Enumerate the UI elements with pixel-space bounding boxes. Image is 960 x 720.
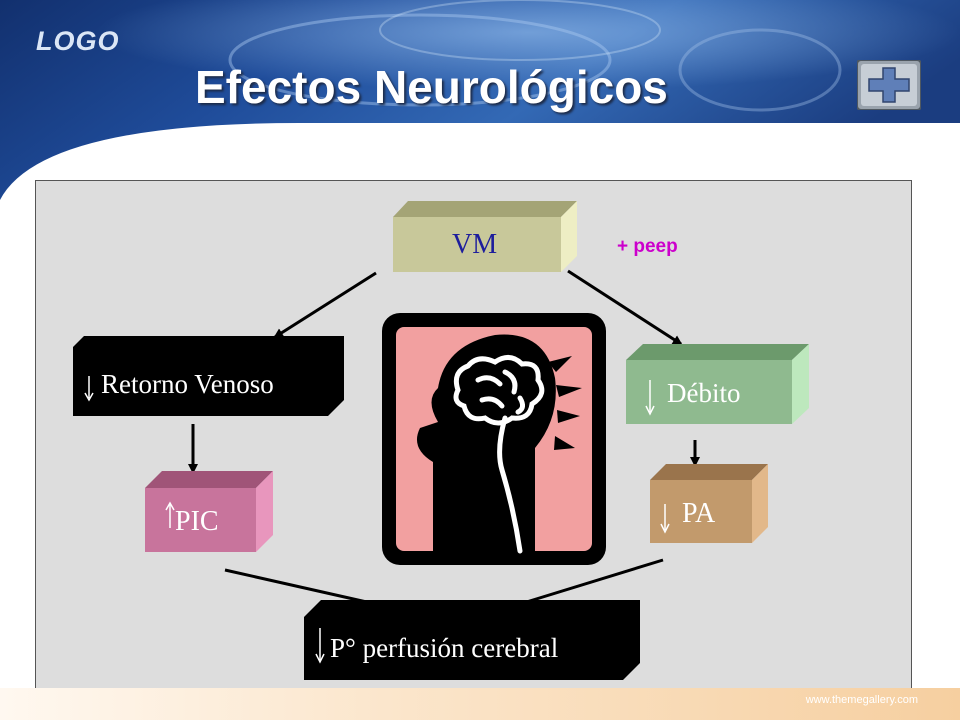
pa-box: [650, 464, 768, 543]
arrow-vm-debito: [567, 269, 683, 346]
vm-box: [393, 201, 577, 272]
retorno-box: [73, 336, 344, 416]
perfusion-box: [304, 600, 640, 680]
retorno-label: Retorno Venoso: [101, 369, 274, 399]
pic-box: [145, 471, 273, 552]
line-pa-perfusion: [519, 558, 664, 606]
arrow-vm-retorno: [273, 271, 377, 339]
vm-label: VM: [452, 229, 498, 260]
head-icon: [382, 313, 606, 565]
pic-label: PIC: [175, 506, 219, 537]
pa-label: PA: [682, 498, 716, 529]
perfusion-label: P° perfusión cerebral: [330, 633, 559, 663]
logo: LOGO: [36, 26, 120, 56]
footer-bar: [0, 688, 960, 720]
plus-icon[interactable]: [857, 60, 921, 110]
peep-label: + peep: [617, 236, 678, 257]
debito-box: [626, 344, 809, 424]
debito-label: Débito: [667, 378, 741, 408]
footer-website[interactable]: www.themegallery.com: [805, 694, 918, 706]
page-title: Efectos Neurológicos: [195, 61, 668, 113]
line-pic-perfusion: [224, 568, 381, 607]
